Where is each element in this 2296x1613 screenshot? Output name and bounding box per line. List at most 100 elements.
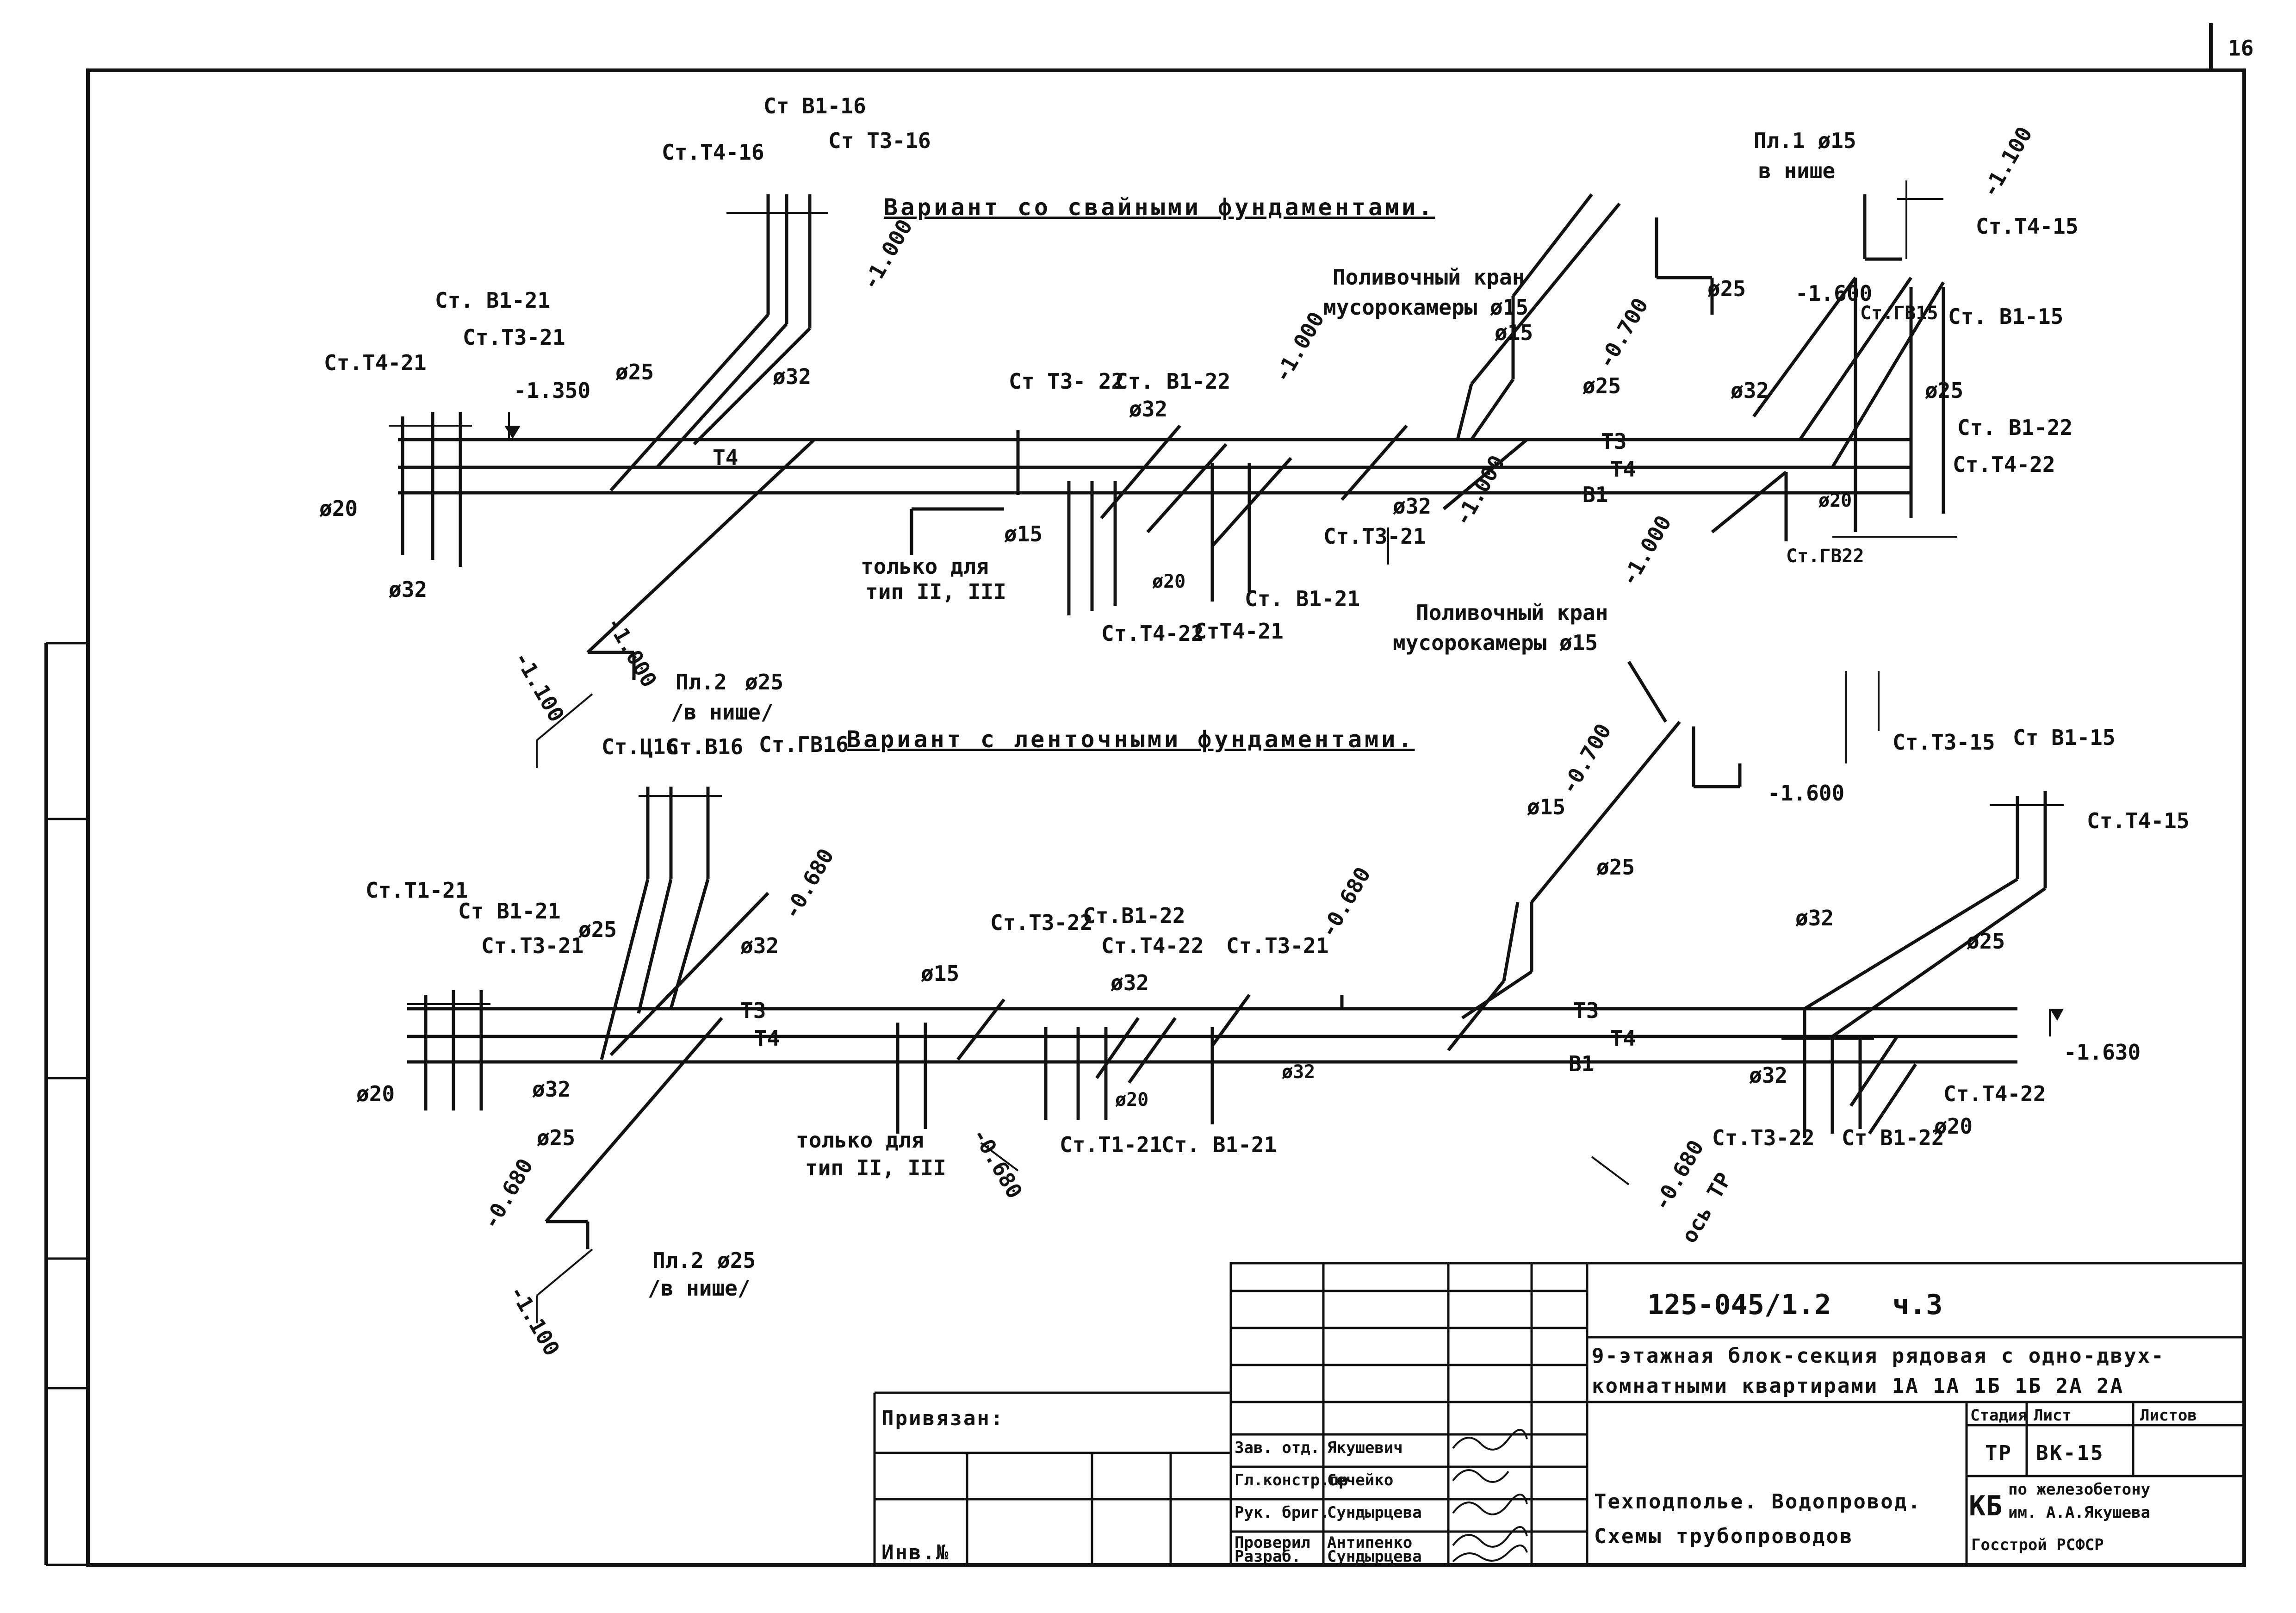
label-types-bottom: тип II, III — [805, 1155, 946, 1180]
label-d32-d-bottom: ø32 — [1282, 1061, 1315, 1083]
label-st-t4-15-bottom: Ст.Т4-15 — [2087, 808, 2190, 833]
label-st-v1-21b: Ст. В1-21 — [1245, 586, 1360, 611]
label-el-1600-a: -1.600 — [1795, 281, 1872, 306]
label-pl1: Пл.1 ø15 — [1754, 128, 1856, 153]
label-d32-b-bottom: ø32 — [532, 1077, 571, 1102]
risers-21-22-top — [910, 424, 1408, 615]
top-labels: Ст В1-16 Ст Т3-16 Ст.Т4-16 Ст. В1-21 Ст.… — [319, 93, 2079, 726]
label-st-v1-22b: Ст. В1-22 — [1957, 415, 2073, 440]
label-st-t3-15-bottom: Ст.Т3-15 — [1893, 730, 1995, 755]
label-st-gv15: Ст.ГВ15 — [1860, 303, 1938, 324]
label-d32-c-bottom: ø32 — [1111, 970, 1149, 995]
label-pl2-a: Пл.2 — [676, 670, 727, 695]
label-el-1100-b: -1.100 — [1977, 123, 2037, 202]
label-st-t4-21b: СтТ4-21 — [1194, 619, 1284, 644]
label-st-v1-15: Ст. В1-15 — [1948, 304, 2063, 329]
label-el-1000-d: -1.000 — [1450, 451, 1510, 530]
label-types-a: тип II, III — [865, 579, 1006, 604]
org-logo: КБ — [1969, 1490, 2002, 1522]
label-pl2-a-d: ø25 — [745, 670, 783, 695]
main-pipes-top — [398, 438, 1911, 495]
label-d32-b: ø32 — [389, 577, 427, 602]
name-4: Антипенко — [1327, 1533, 1412, 1552]
inv-label: Инв.№ — [881, 1541, 949, 1564]
label-crane2-l1: Поливочный кран — [1416, 600, 1608, 625]
label-st-v1-15-bottom: Ст В1-15 — [2013, 725, 2116, 750]
label-st-t4-15: Ст.Т4-15 — [1976, 214, 2079, 239]
label-d15-a: ø15 — [1004, 521, 1043, 546]
label-st-t4-22b: Ст.Т4-22 — [1953, 452, 2055, 477]
label-v1-bottom: В1 — [1569, 1051, 1594, 1076]
label-st-v1-21: Ст В1-21 — [458, 899, 561, 924]
label-d32-a: ø32 — [773, 364, 811, 389]
label-st-ts16: Ст.Ц16 — [602, 734, 678, 759]
signatures — [1452, 1429, 1528, 1563]
label-pl2-d-bottom: ø25 — [717, 1248, 756, 1273]
label-d20-a: ø20 — [319, 496, 358, 521]
label-d20-b: ø20 — [1152, 571, 1185, 592]
label-d25-b-bottom: ø25 — [537, 1125, 575, 1150]
label-el-1350: -1.350 — [514, 378, 590, 403]
label-st-t3-22: Ст Т3- 22 — [1009, 369, 1124, 394]
label-el-0700-a: -0.700 — [1593, 294, 1653, 373]
label-st-t3-21b: Ст.Т3-21 — [1323, 524, 1426, 549]
stage-value: ТР — [1985, 1441, 2012, 1465]
name-3: Сундырцева — [1327, 1503, 1422, 1522]
role-3: Рук. бриг. — [1235, 1503, 1329, 1522]
crane-rise-top — [1442, 193, 1714, 510]
label-el-0680-a: -0.680 — [779, 844, 839, 924]
label-d32-e-bottom: ø32 — [1795, 906, 1834, 931]
label-st-t1-21: Ст.Т1-21 — [366, 878, 468, 903]
label-d25-a-bottom: ø25 — [578, 917, 617, 942]
scheme-strip-foundation: Вариант с ленточными фундаментами. — [356, 661, 2190, 1360]
label-d25-b: ø25 — [1582, 373, 1621, 398]
label-st-t3-16: Ст Т3-16 — [828, 128, 931, 153]
label-el-1630: -1.630 — [2064, 1040, 2141, 1065]
drawing-title-line2: Схемы трубопроводов — [1594, 1525, 1853, 1548]
risers-right-bottom — [1591, 791, 2064, 1185]
role-1: Зав. отд. — [1235, 1439, 1320, 1457]
label-pl1-niche: в нише — [1758, 158, 1835, 183]
label-d20-b-bottom: ø20 — [1115, 1089, 1148, 1110]
role-4: Проверил — [1235, 1533, 1310, 1552]
project-title-line2: комнатными квартирами 1А 1А 1Б 1Б 2А 2А — [1592, 1374, 2124, 1398]
label-st-t3-21: Ст.Т3-21 — [481, 933, 584, 958]
scheme-pile-foundation: Вариант со свайными фундаментами. — [319, 93, 2079, 768]
risers-15-top — [1387, 180, 1957, 565]
sheet-value: ВК-15 — [2036, 1441, 2104, 1465]
binding-margin — [44, 642, 88, 1566]
label-crane1-l2: мусорокамеры ø15 — [1323, 295, 1528, 320]
label-d25-c-bottom: ø25 — [1596, 855, 1635, 880]
label-st-t4-16: Ст.Т4-16 — [662, 140, 764, 165]
label-st-v1-22b-bottom: Ст В1-22 — [1842, 1125, 1944, 1150]
label-d20-a-bottom: ø20 — [356, 1081, 395, 1106]
label-el-1000-e: -1.000 — [1616, 511, 1676, 590]
label-pl2-niche-bottom: /в нише/ — [648, 1276, 751, 1301]
label-crane2-l2: мусорокамеры ø15 — [1393, 630, 1598, 655]
label-v1-a: В1 — [1582, 482, 1608, 507]
doc-code: 125-045/1.2 — [1647, 1289, 1831, 1321]
label-only-for-a: только для — [861, 554, 989, 579]
role-5: Разраб. — [1235, 1547, 1301, 1566]
label-d32-e: ø32 — [1731, 378, 1769, 403]
sheets-header: Листов — [2140, 1406, 2197, 1425]
sheet-header: Лист — [2034, 1406, 2072, 1425]
risers-16-top — [609, 194, 828, 492]
label-d20-c: ø20 — [1818, 490, 1852, 511]
label-el-0700-bottom: -0.700 — [1556, 720, 1616, 799]
label-st-v1-22-bottom: Ст.В1-22 — [1083, 903, 1185, 928]
org-line1: по железобетону — [2008, 1480, 2150, 1499]
label-el-0680-d: -0.680 — [1316, 863, 1376, 942]
label-st-v1-22: Ст. В1-22 — [1115, 369, 1230, 394]
label-d32-f-bottom: ø32 — [1749, 1063, 1787, 1088]
bound-label: Привязан: — [881, 1407, 1004, 1430]
label-d32-a-bottom: ø32 — [740, 933, 779, 958]
name-5: Сундырцева — [1327, 1547, 1422, 1566]
label-st-t3-22b-bottom: Ст.Т3-22 — [1712, 1125, 1815, 1150]
stage-header: Стадия — [1970, 1406, 2027, 1425]
label-st-gv22: Ст.ГВ22 — [1786, 546, 1864, 567]
risers-left-top — [389, 412, 521, 567]
label-pl2-a-niche: /в нише/ — [671, 700, 774, 725]
label-t4-b: Т4 — [1610, 457, 1636, 482]
